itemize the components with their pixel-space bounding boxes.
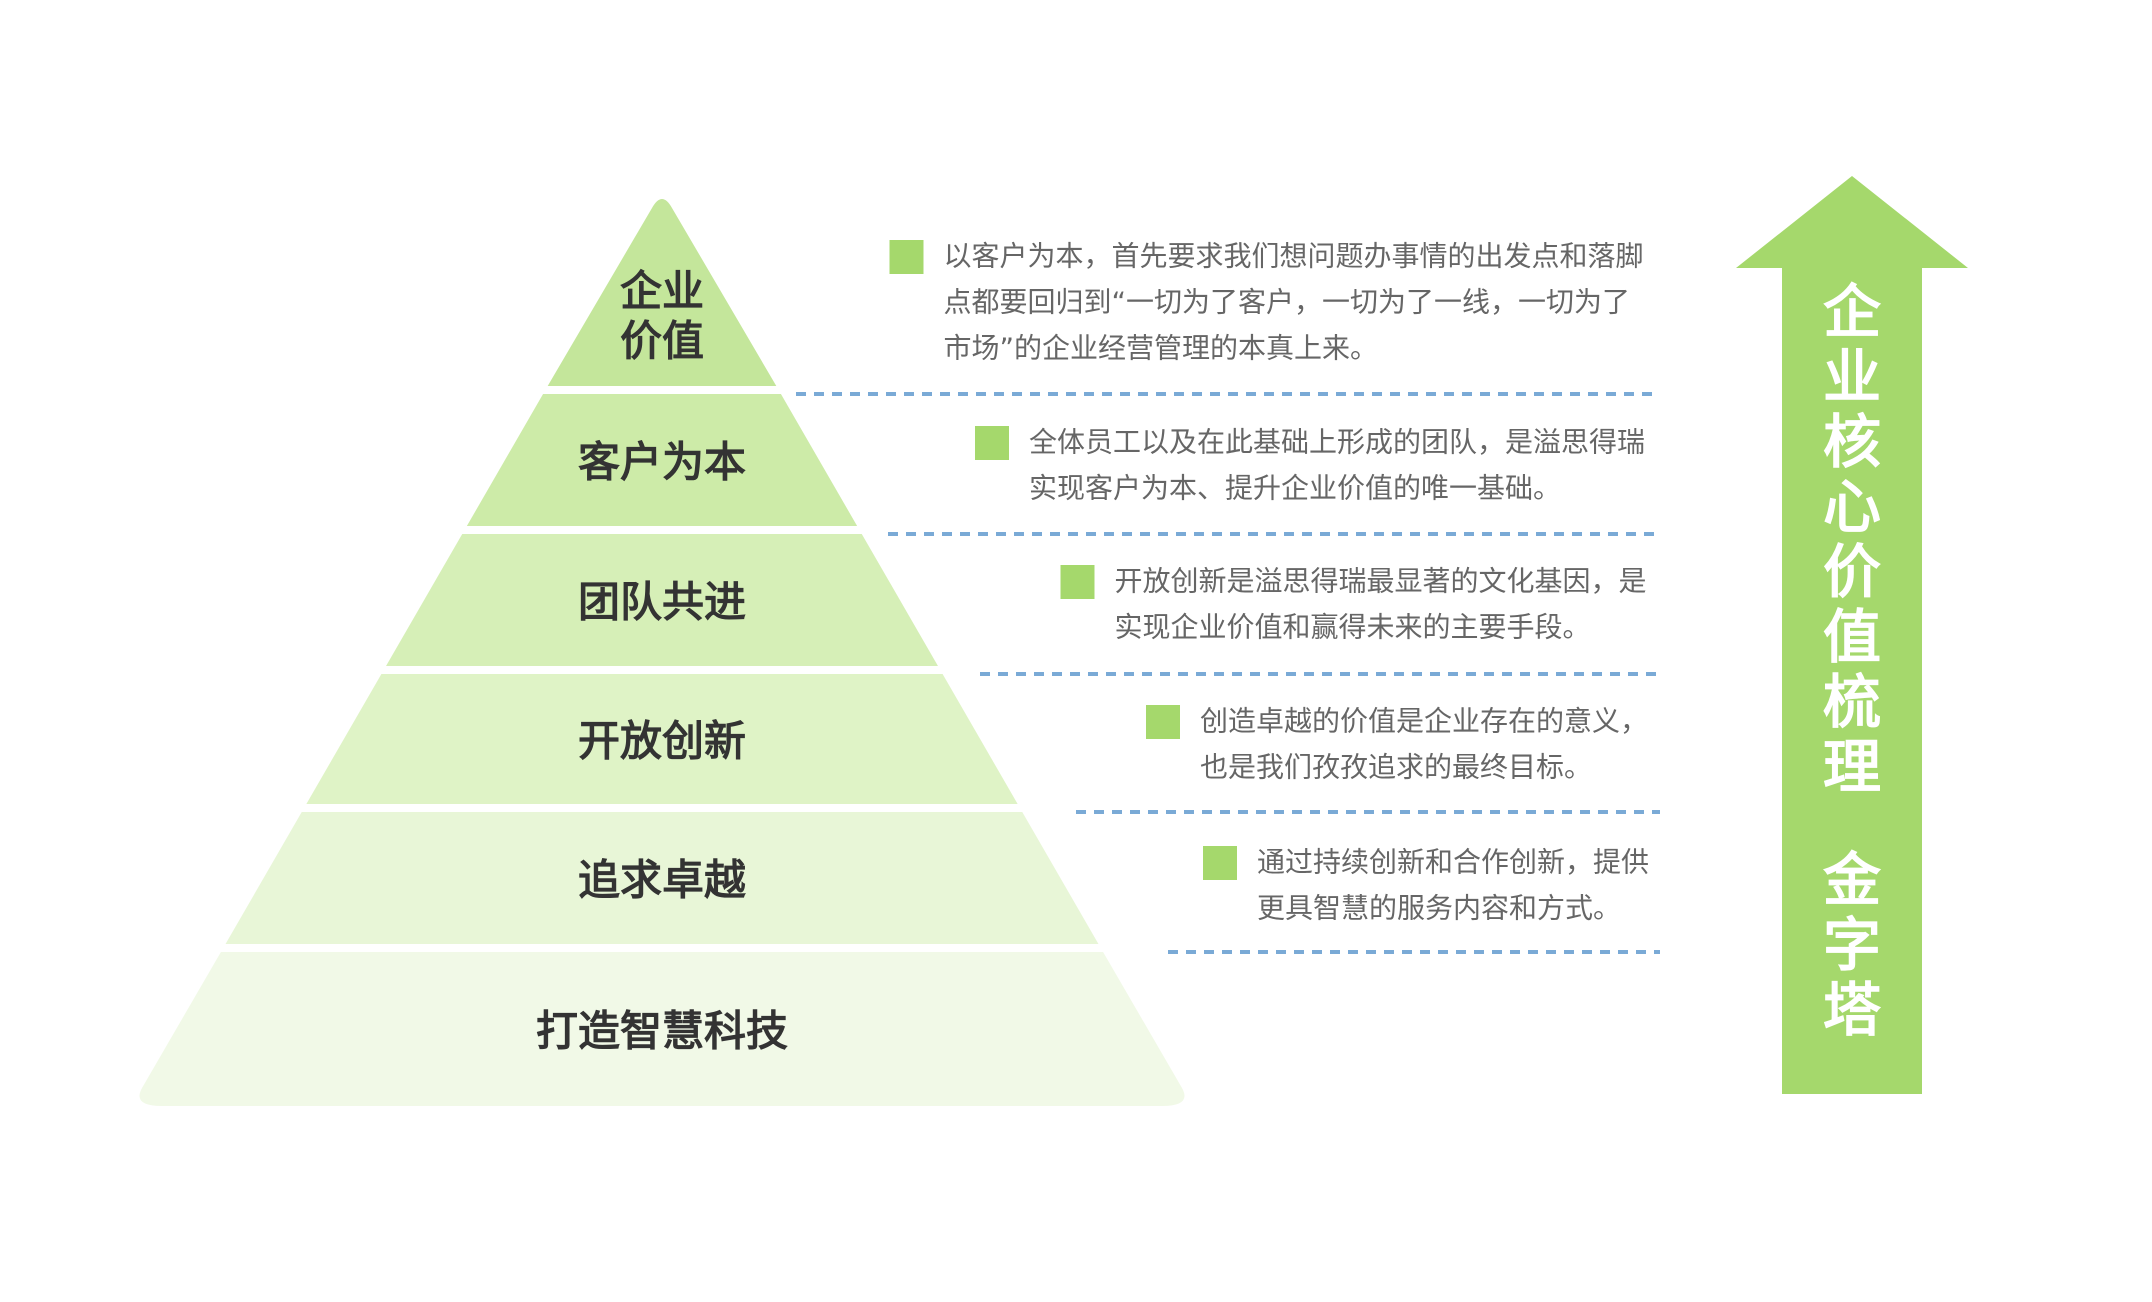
- description-line: 更具智慧的服务内容和方式。: [1257, 892, 1621, 925]
- pyramid-layer: [225, 812, 1099, 944]
- arrow-title-char: 价: [1823, 538, 1881, 606]
- arrow-title-char: 核: [1823, 408, 1881, 476]
- arrow-title-char: 值: [1823, 603, 1881, 671]
- arrow-title-char: 梳: [1823, 668, 1881, 736]
- description-line: 实现企业价值和赢得未来的主要手段。: [1115, 611, 1591, 644]
- pyramid-layers: [139, 199, 1185, 1106]
- pyramid-layer: [306, 674, 1018, 804]
- arrow-shape: [1736, 176, 1968, 1094]
- description-line: 也是我们孜孜追求的最终目标。: [1200, 751, 1592, 784]
- description-line: 通过持续创新和合作创新，提供: [1257, 846, 1649, 879]
- pyramid-layer: [547, 199, 777, 386]
- pyramid-layer-label: 打造智慧科技: [536, 1007, 788, 1056]
- pyramid-layer: [139, 952, 1185, 1106]
- description-line: 全体员工以及在此基础上形成的团队，是溢思得瑞: [1029, 426, 1645, 459]
- pyramid-layer-label: 价值: [620, 317, 704, 366]
- pyramid-layer-label: 团队共进: [578, 578, 746, 627]
- description-line: 点都要回归到“一切为了客户，一切为了一线，一切为了: [944, 286, 1631, 319]
- pyramid-layer: [466, 394, 858, 526]
- pyramid-layer-label: 追求卓越: [578, 856, 747, 905]
- pyramid-layer-label: 开放创新: [578, 717, 746, 766]
- bullet-square: [1146, 705, 1180, 739]
- description-line: 以客户为本，首先要求我们想问题办事情的出发点和落脚: [944, 240, 1644, 273]
- arrow-title-char: 理: [1823, 733, 1881, 801]
- arrow-title-char: 业: [1823, 343, 1881, 411]
- pyramid-layer-label: 企业: [620, 267, 704, 316]
- description-blocks: 以客户为本，首先要求我们想问题办事情的出发点和落脚点都要回归到“一切为了客户，一…: [889, 240, 1649, 925]
- pyramid-layer-label: 客户为本: [578, 438, 746, 487]
- arrow-title-char: 心: [1823, 473, 1881, 541]
- arrow-title-char: 企: [1823, 278, 1882, 346]
- description-line: 开放创新是溢思得瑞最显著的文化基因，是: [1115, 565, 1647, 598]
- description-line: 实现客户为本、提升企业价值的唯一基础。: [1029, 472, 1561, 505]
- pyramid-layer: [386, 534, 938, 666]
- bullet-square: [975, 426, 1009, 460]
- bullet-square: [889, 240, 924, 274]
- arrow-subtitle-char: 字: [1823, 911, 1881, 979]
- arrow-subtitle-char: 金: [1823, 846, 1882, 914]
- description-line: 市场”的企业经营管理的本真上来。: [944, 332, 1379, 365]
- description-line: 创造卓越的价值是企业存在的意义，: [1200, 705, 1648, 738]
- bullet-square: [1203, 846, 1237, 880]
- separator-lines: [796, 392, 1660, 954]
- bullet-square: [1060, 565, 1095, 599]
- arrow-subtitle-char: 塔: [1823, 976, 1882, 1044]
